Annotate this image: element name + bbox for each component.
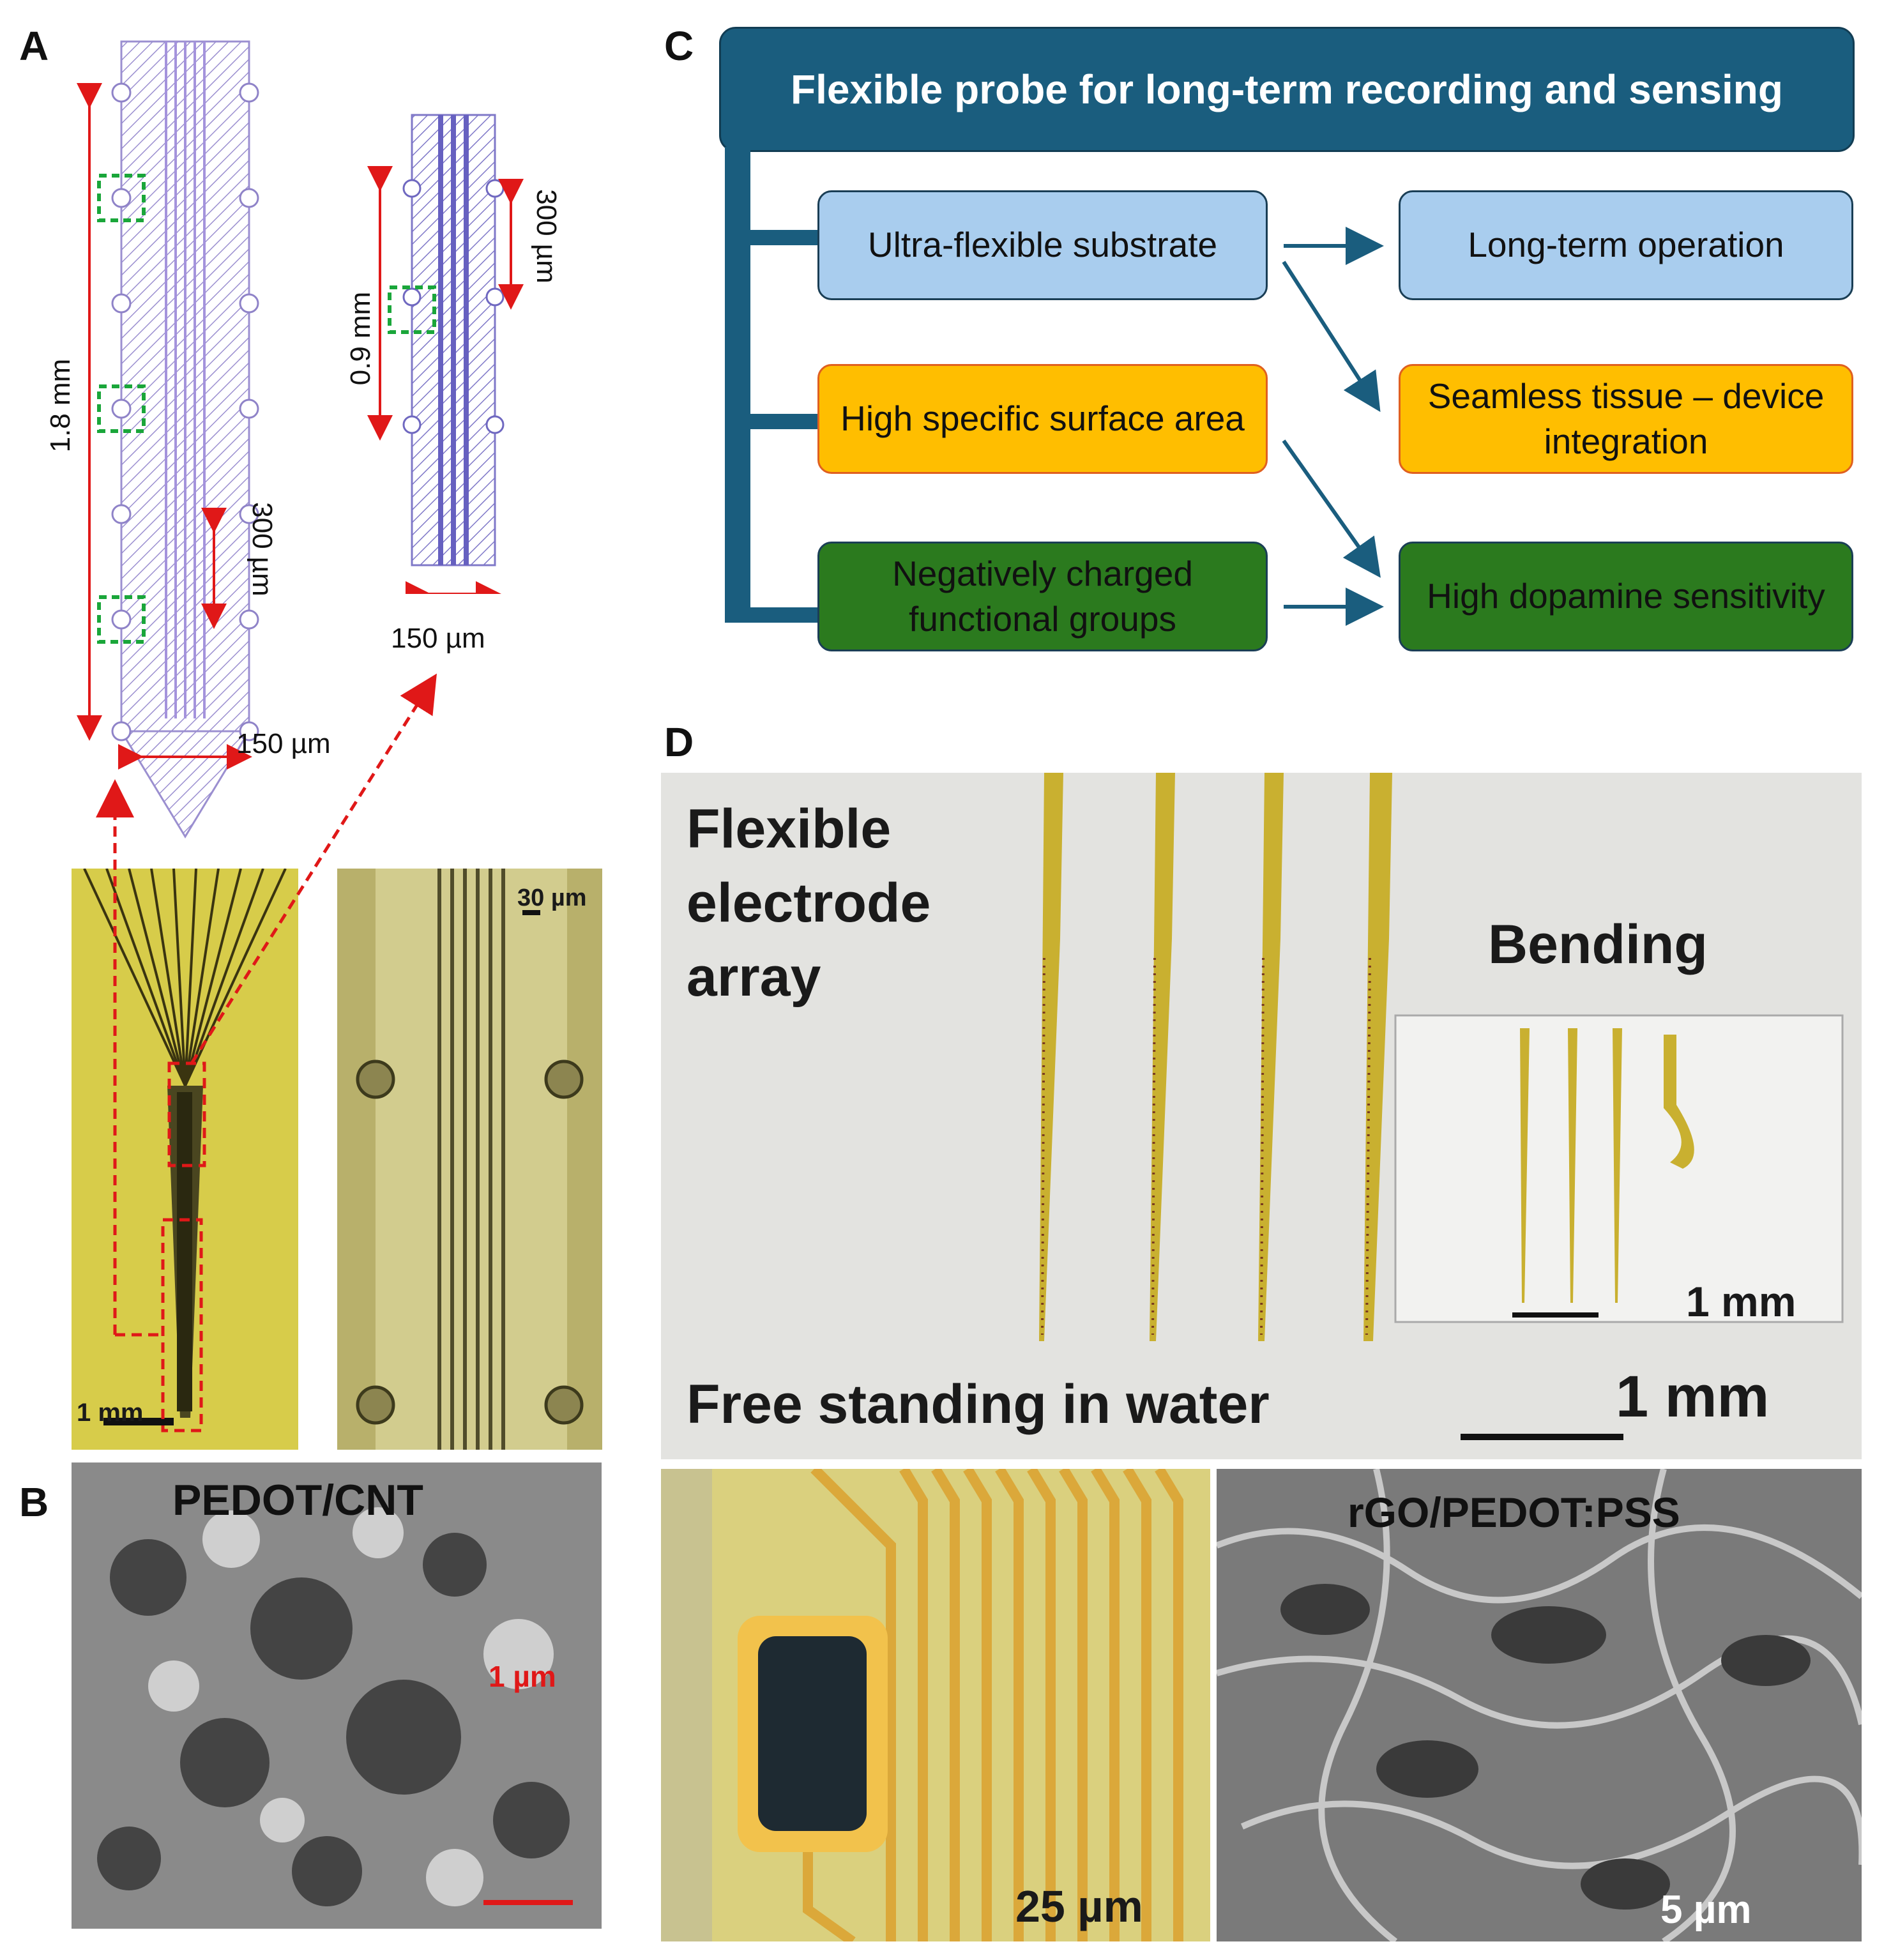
- box-negative-groups: Negatively charged functional groups: [817, 542, 1268, 651]
- panel-d-inset-scale: 1 mm: [1686, 1278, 1796, 1325]
- short-probe-width: 150 µm: [391, 623, 485, 654]
- zoom-connector-lines: [96, 673, 437, 1432]
- box-long-term: Long-term operation: [1399, 190, 1853, 300]
- flowchart-title: Flexible probe for long-term recording a…: [719, 27, 1855, 152]
- probe-micrograph-zoom: [337, 869, 602, 1450]
- electrode-array-photo: [661, 773, 1862, 1459]
- pedot-cnt-sem-image: [72, 1462, 602, 1929]
- box-tissue-integration: Seamless tissue – device integration: [1399, 364, 1853, 474]
- panel-d-bending: Bending: [1488, 914, 1708, 975]
- probe-micrograph-full: [72, 869, 298, 1450]
- box-surface-area: High specific surface area: [817, 364, 1268, 474]
- micrograph-scale-right: 30 µm: [517, 885, 587, 911]
- short-probe-schematic: [367, 114, 524, 594]
- long-probe-schematic: [77, 40, 259, 839]
- panel-d-bottom-text: Free standing in water: [687, 1374, 1270, 1435]
- panel-d-label-line1: Flexible: [687, 798, 892, 860]
- micrograph-scale-left: 1 mm: [77, 1399, 144, 1427]
- panel-e-scale: 25 µm: [1015, 1881, 1143, 1931]
- panel-d-scale: 1 mm: [1616, 1364, 1770, 1429]
- panel-b-scale: 1 µm: [489, 1660, 556, 1693]
- panel-d-label-line3: array: [687, 946, 821, 1008]
- panel-label-b: B: [19, 1479, 49, 1525]
- pad-micrograph: [661, 1469, 1210, 1941]
- panel-f-title: rGO/PEDOT:PSS: [1348, 1489, 1680, 1536]
- panel-label-c: C: [664, 23, 694, 69]
- panel-label-d: D: [664, 719, 694, 765]
- box-ultra-flexible: Ultra-flexible substrate: [817, 190, 1268, 300]
- long-probe-width: 150 µm: [236, 728, 331, 759]
- flowchart-connectors: [1282, 227, 1384, 626]
- panel-d-label-line2: electrode: [687, 872, 931, 934]
- panel-f-scale: 5 µm: [1660, 1888, 1752, 1932]
- rgo-pedot-sem-image: [1217, 1469, 1862, 1941]
- panel-d-label: Flexible electrode array: [687, 792, 930, 1014]
- box-dopamine-sensitivity: High dopamine sensitivity: [1399, 542, 1853, 651]
- panel-label-a: A: [19, 23, 49, 69]
- panel-b-title: PEDOT/CNT: [172, 1476, 423, 1524]
